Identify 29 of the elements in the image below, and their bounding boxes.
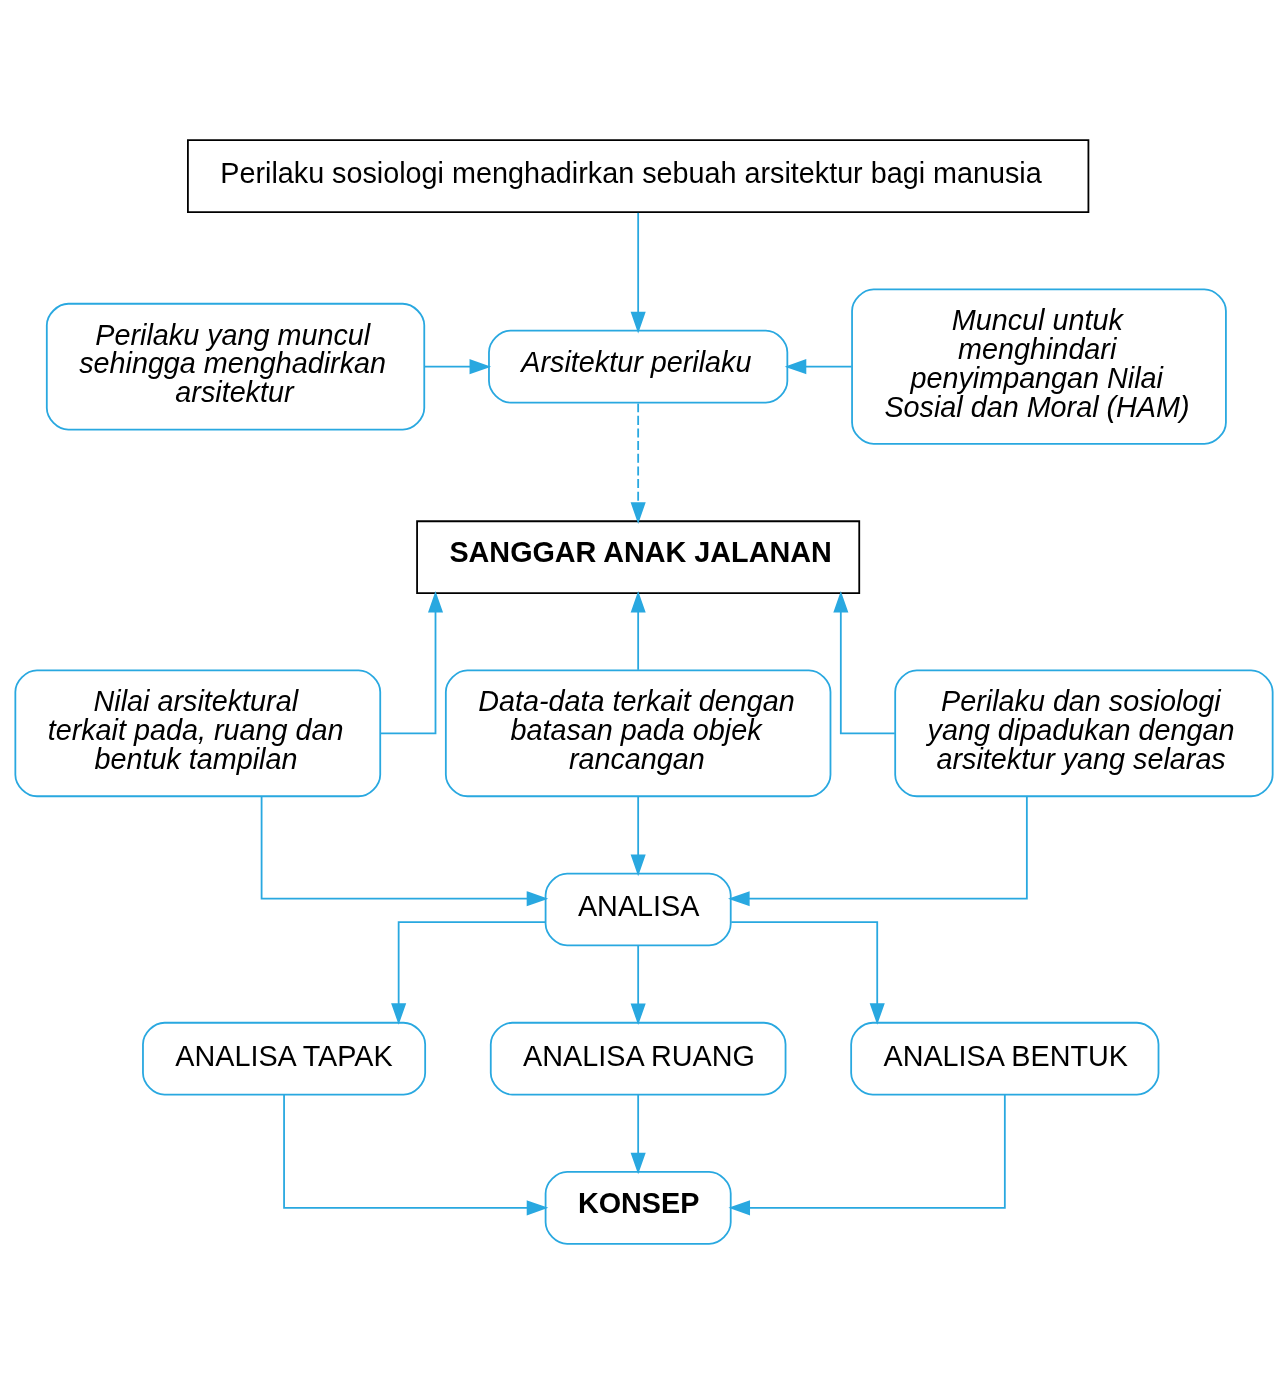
arrow [630, 590, 646, 671]
node-box: ANALISA BENTUK [850, 1021, 1160, 1095]
arrow [630, 1093, 646, 1174]
node-box: Perilaku dan sosiologi yang dipadukan dengan arsitektur yang selaras [894, 669, 1274, 797]
arrow [730, 920, 885, 1025]
arrow [728, 1093, 1006, 1215]
node-box: Data-data terkait dengan batasan pada objek rancangan [444, 669, 832, 797]
node-box: Perilaku sosiologi menghadirkan sebuah arsitektur bagi manusia [187, 138, 1090, 213]
arrow [630, 211, 646, 333]
node-box: Nilai arsitektural terkait pada, ruang dan bentuk tampilan [14, 669, 382, 797]
arrow [728, 794, 1028, 906]
node-box: Arsitektur perilaku [488, 329, 789, 403]
node-box: ANALISA TAPAK [142, 1021, 427, 1095]
arrow [630, 795, 646, 876]
arrow [784, 358, 853, 374]
node-box: ANALISA RUANG [489, 1021, 787, 1095]
arrow [391, 920, 547, 1025]
arrow [833, 590, 896, 734]
node-box: KONSEP [544, 1170, 732, 1245]
arrow [423, 358, 492, 374]
arrow [630, 944, 646, 1025]
arrow [630, 402, 646, 524]
node-box: Muncul untuk menghindari penyimpangan Nilai Sosial dan Moral (HAM) [851, 288, 1227, 445]
arrow [379, 590, 444, 734]
node-box: ANALISA [544, 872, 732, 946]
arrow [260, 794, 549, 906]
node-box: Perilaku yang muncul sehingga menghadirkan arsitektur [45, 302, 426, 430]
arrow [283, 1093, 549, 1215]
node-box: SANGGAR ANAK JALANAN [416, 519, 861, 594]
